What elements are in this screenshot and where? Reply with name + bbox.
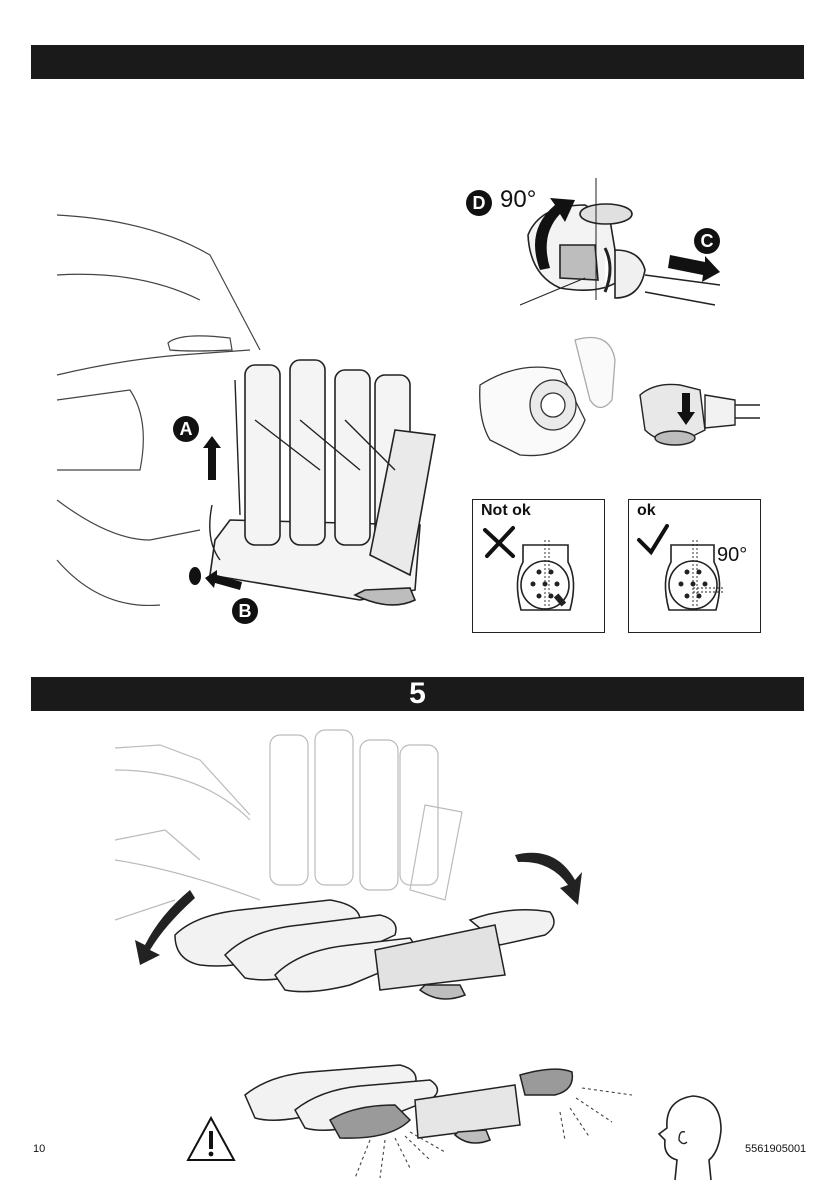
- ok-plug-diagram: [629, 500, 760, 632]
- step-5-bar: 5: [31, 677, 804, 711]
- page-number: 10: [33, 1143, 45, 1155]
- cross-icon: [485, 528, 513, 556]
- not-ok-panel: Not ok: [472, 499, 605, 633]
- check-icon: [639, 526, 667, 552]
- callout-a: A: [173, 416, 199, 442]
- callout-c: C: [694, 228, 720, 254]
- document-code: 5561905001: [745, 1143, 806, 1155]
- rotation-angle-d: 90°: [500, 186, 536, 214]
- not-ok-plug-diagram: [473, 500, 604, 632]
- callout-d: D: [466, 190, 492, 216]
- step-5-number: 5: [31, 677, 804, 711]
- warning-triangle-icon: [185, 1115, 237, 1163]
- callout-b: B: [232, 598, 258, 624]
- listening-head-icon: [655, 1090, 725, 1182]
- ok-panel: ok 90°: [628, 499, 761, 633]
